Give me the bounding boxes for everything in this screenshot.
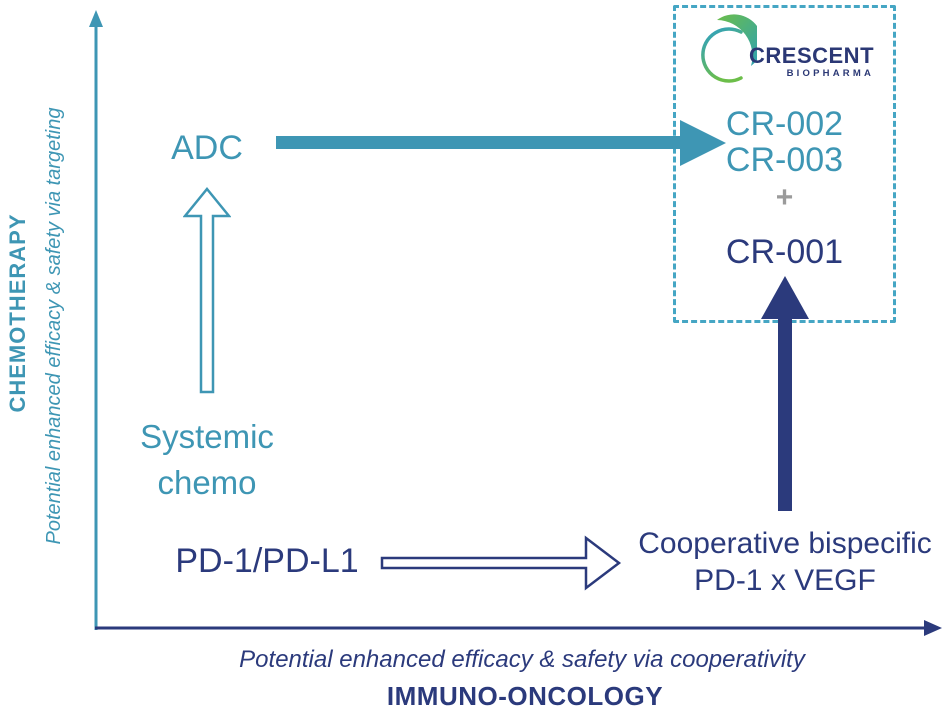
x-axis-category: IMMUNO-ONCOLOGY: [386, 681, 664, 711]
y-axis-arrow: [89, 10, 103, 630]
crescent-logo: CRESCENT BIOPHARMA: [693, 14, 874, 90]
pd1-to-bispecific-arrow: [380, 535, 622, 591]
crescent-logo-mark: [701, 14, 757, 83]
adc-to-portfolio-arrow: [276, 120, 726, 166]
y-axis-category: CHEMOTHERAPY: [5, 213, 30, 413]
logo-subtitle: BIOPHARMA: [786, 68, 875, 79]
x-axis-arrow: [95, 620, 942, 636]
systemic-chemo-line1: Systemic: [140, 418, 274, 455]
bispecific-to-cr001-arrow: [761, 276, 809, 511]
y-axis-label: Potential enhanced efficacy & safety via…: [43, 107, 65, 545]
plus-sign: +: [775, 181, 794, 214]
node-pd1-pdl1: PD-1/PD-L1: [175, 542, 359, 580]
systemic-chemo-to-adc-arrow: [183, 187, 231, 394]
x-axis-label: Potential enhanced efficacy & safety via…: [239, 646, 805, 673]
node-systemic-chemo: Systemic chemo: [107, 414, 307, 506]
crescent-logo-text: CRESCENT BIOPHARMA: [749, 44, 874, 80]
program-cr-001: CR-001: [725, 233, 844, 271]
logo-name: CRESCENT: [749, 43, 875, 68]
systemic-chemo-line2: chemo: [157, 464, 257, 501]
program-cr-002: CR-002: [725, 105, 844, 143]
bispecific-line2: PD-1 x VEGF: [694, 564, 876, 597]
program-cr-003: CR-003: [725, 141, 844, 179]
node-adc: ADC: [171, 129, 243, 167]
portfolio-box: CRESCENT BIOPHARMA CR-002 CR-003 + CR-00…: [673, 5, 896, 323]
node-cooperative-bispecific: Cooperative bispecific PD-1 x VEGF: [634, 525, 936, 599]
bispecific-line1: Cooperative bispecific: [638, 527, 932, 560]
